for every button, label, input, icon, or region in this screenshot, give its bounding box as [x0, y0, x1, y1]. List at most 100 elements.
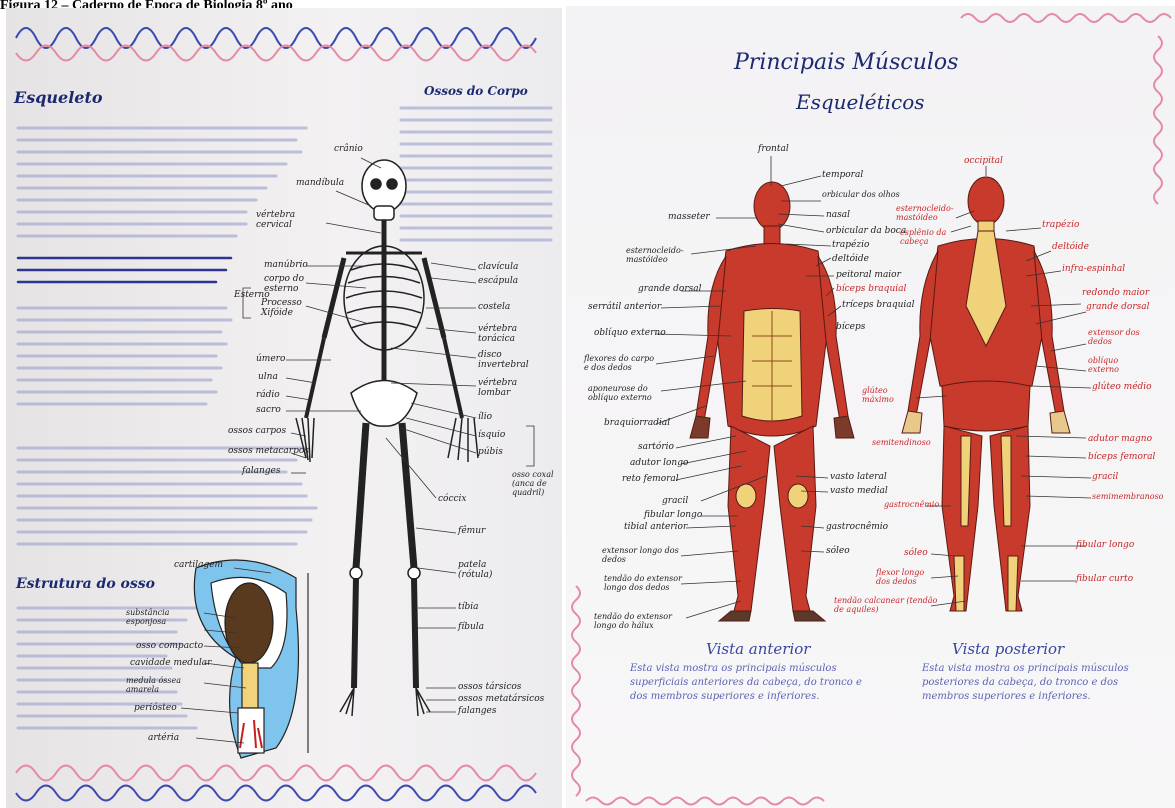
- label-medula-amarela: medula óssea amarela: [126, 676, 206, 694]
- front-label-vasto-medial: vasto medial: [830, 486, 888, 496]
- back-label-deltoide: deltóide: [1052, 242, 1089, 252]
- label-osso-coxal: osso coxal (anca de quadril): [512, 470, 560, 497]
- left-page-heading: Esqueleto: [14, 88, 103, 107]
- label-vertebra-cervical: vértebra cervical: [256, 210, 326, 230]
- front-label-braquiorradial: braquiorradial: [604, 418, 670, 428]
- back-label-grande-dorsal: grande dorsal: [1086, 302, 1150, 312]
- label-escapula: escápula: [478, 276, 518, 286]
- label-falanges-mao: falanges: [242, 466, 280, 476]
- front-label-biceps: bíceps: [836, 322, 865, 332]
- front-label-nasal: nasal: [826, 210, 850, 220]
- front-label-tibial-anterior: tibial anterior: [624, 522, 687, 532]
- label-pubis: púbis: [478, 447, 503, 457]
- back-label-trapezio: trapézio: [1042, 220, 1079, 230]
- label-femur: fêmur: [458, 526, 485, 536]
- front-view-text: Esta vista mostra os principais músculos…: [630, 662, 870, 704]
- label-sacro: sacro: [256, 405, 281, 415]
- back-label-infra-espinhal: infra-espinhal: [1062, 264, 1125, 274]
- back-label-fibular-longo: fibular longo: [1076, 540, 1134, 550]
- front-label-gastrocnemio: gastrocnêmio: [826, 522, 888, 532]
- label-ulna: ulna: [258, 372, 278, 382]
- label-fibula: fíbula: [458, 622, 484, 632]
- front-label-vasto-lateral: vasto lateral: [830, 472, 887, 482]
- front-label-orbicular-boca: orbicular da boca: [826, 226, 906, 236]
- label-radio: rádio: [256, 390, 280, 400]
- back-label-extensor-dedos: extensor dos dedos: [1088, 328, 1158, 346]
- dark-text-lines: [18, 258, 231, 282]
- front-label-extensor-longo: extensor longo dos dedos: [602, 546, 680, 564]
- muscles-title-line1: Principais Músculos: [734, 50, 958, 75]
- back-label-gluteo-medio: glúteo médio: [1092, 382, 1152, 392]
- front-label-masseter: masseter: [668, 212, 710, 222]
- bones-heading: Ossos do Corpo: [424, 84, 528, 98]
- front-label-frontal: frontal: [758, 144, 789, 154]
- label-tibia: tíbia: [458, 602, 479, 612]
- front-label-biceps-braquial: bíceps braquial: [836, 284, 906, 294]
- front-label-adutor-longo: adutor longo: [630, 458, 688, 468]
- label-umero: úmero: [256, 354, 285, 364]
- label-manubrio: manúbrio: [264, 260, 308, 270]
- front-label-grande-dorsal: grande dorsal: [638, 284, 702, 294]
- top-pink-border: [16, 46, 536, 61]
- label-esterno-bracket: Esterno: [234, 290, 270, 300]
- label-patela: patela (rótula): [458, 560, 508, 580]
- back-view-text: Esta vista mostra os principais músculos…: [922, 662, 1167, 704]
- back-label-flexor-longo: flexor longo dos dedos: [876, 568, 936, 586]
- back-label-semitendinoso: semitendinoso: [872, 438, 927, 447]
- front-label-gracil: gracil: [662, 496, 688, 506]
- muscles-title-line2: Esqueléticos: [796, 90, 925, 114]
- front-label-trapezio: trapézio: [832, 240, 869, 250]
- front-label-esternocleido: esternocleido-mastóideo: [626, 246, 696, 264]
- label-ossos-metatarsicos: ossos metatársicos: [458, 694, 544, 704]
- front-label-obliquo-externo: oblíquo externo: [594, 328, 666, 338]
- left-notebook-page: Esqueleto Ossos do Corpo Estrutura do os…: [6, 8, 562, 808]
- front-label-orbicular-olhos: orbicular dos olhos: [822, 190, 902, 199]
- front-label-serratil: serrátil anterior: [588, 302, 661, 312]
- back-label-gastrocnemio: gastrocnêmio: [884, 500, 932, 509]
- back-label-fibular-curto: fibular curto: [1076, 574, 1133, 584]
- front-label-temporal: temporal: [822, 170, 863, 180]
- right-notebook-page: Principais Músculos Esqueléticos frontal…: [566, 6, 1175, 808]
- back-label-esplenio: esplênio da cabeça: [900, 228, 955, 246]
- skeleton-illustration: [296, 160, 478, 716]
- back-label-biceps-femoral: bíceps femoral: [1088, 452, 1155, 462]
- label-costela: costela: [478, 302, 510, 312]
- back-label-adutor-magno: adutor magno: [1088, 434, 1152, 444]
- front-label-tendao-extensor-dedos: tendão do extensor longo dos dedos: [604, 574, 682, 592]
- label-falanges-pe: falanges: [458, 706, 496, 716]
- back-label-soleo: sóleo: [904, 548, 928, 558]
- label-clavicula: clavícula: [478, 262, 518, 272]
- front-label-sartorio: sartório: [638, 442, 674, 452]
- label-processo-xifoide: Processo Xifóide: [261, 298, 306, 318]
- label-vertebra-toracica: vértebra torácica: [478, 324, 548, 344]
- top-decorative-border: [16, 28, 536, 48]
- front-label-aponeurose: aponeurose do oblíquo externo: [588, 384, 663, 402]
- back-label-semimembranoso: semimembranoso: [1092, 492, 1164, 501]
- back-label-esternocleido: esternocleido-mastóideo: [896, 204, 956, 222]
- front-label-flexores: flexores do carpo e dos dedos: [584, 354, 656, 372]
- label-cranio: crânio: [334, 144, 363, 154]
- front-label-reto-femoral: reto femoral: [622, 474, 679, 484]
- front-label-peitoral-maior: peitoral maior: [836, 270, 901, 280]
- back-label-gluteo-maximo: glúteo máximo: [862, 386, 917, 404]
- back-label-gracil: gracil: [1092, 472, 1118, 482]
- back-label-obliquo-externo: oblíquo externo: [1088, 356, 1148, 374]
- front-label-soleo: sóleo: [826, 546, 850, 556]
- label-disco: disco invertebral: [478, 350, 553, 370]
- label-corpo-esterno: corpo do esterno: [264, 274, 309, 294]
- back-view-title: Vista posterior: [952, 640, 1064, 658]
- label-isquio: ísquio: [478, 430, 505, 440]
- label-ossos-metacarpos: ossos metacarpos: [228, 446, 309, 456]
- bone-structure-heading: Estrutura do osso: [16, 576, 155, 592]
- label-ilio: ílio: [478, 412, 492, 422]
- label-coccix: cóccix: [438, 494, 467, 504]
- front-label-tendao-extensor-halux: tendão do extensor longo do hálux: [594, 612, 684, 630]
- label-vertebra-lombar: vértebra lombar: [478, 378, 548, 398]
- label-periosteo: periósteo: [134, 703, 177, 713]
- label-mandibula: mandíbula: [296, 178, 344, 188]
- label-cartilagem: cartilagem: [174, 560, 223, 570]
- label-substancia-esponjosa: substância esponjosa: [126, 608, 206, 626]
- back-label-redondo-maior: redondo maior: [1082, 288, 1149, 298]
- back-label-occipital: occipital: [964, 156, 1003, 166]
- front-view-title: Vista anterior: [706, 640, 810, 658]
